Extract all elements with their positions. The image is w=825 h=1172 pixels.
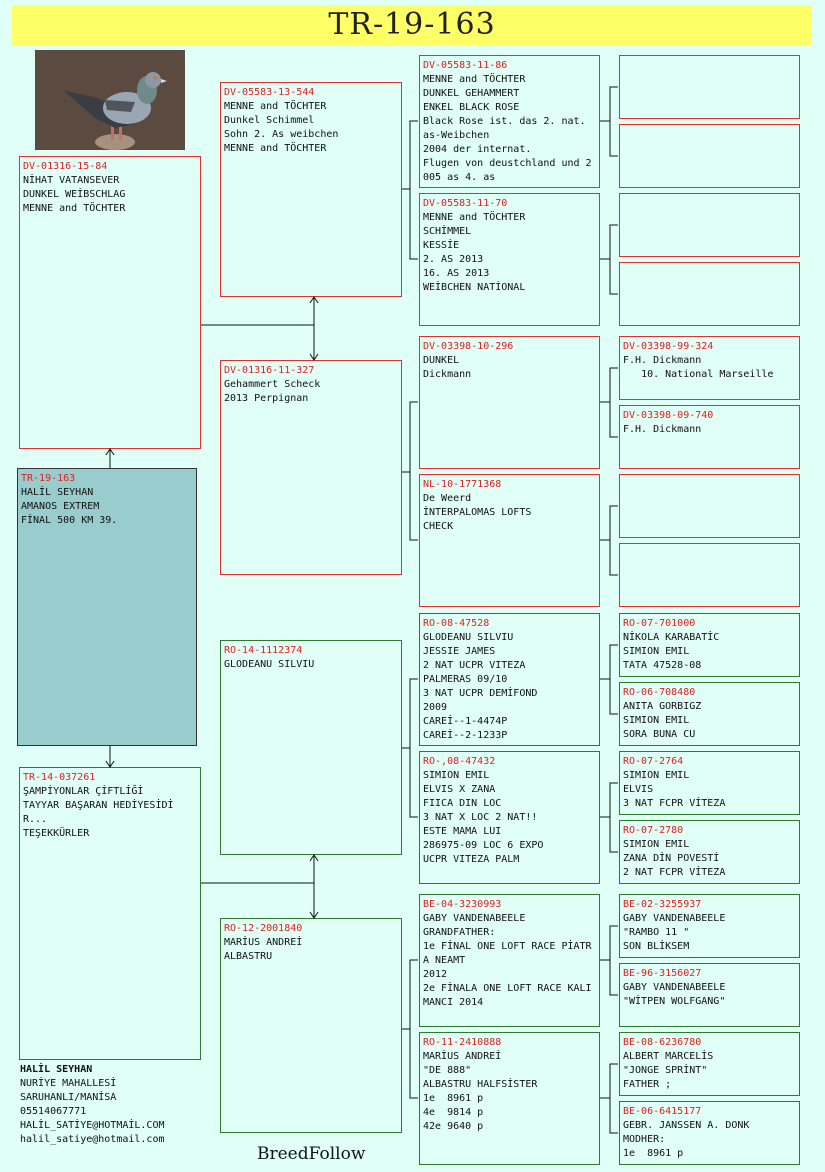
g4-card[interactable] [619, 55, 800, 119]
g3-card-8[interactable]: RO-11-2410888 MARİUS ANDREİ "DE 888" ALB… [419, 1032, 600, 1165]
pedigree-title: TR-19-163 [12, 5, 812, 45]
ring-number: DV-01316-15-84 [23, 161, 108, 172]
pigeon-info: GLODEANU SILVIU JESSIE JAMES 2 NAT UCPR … [423, 632, 538, 741]
pigeon-info: MARİUS ANDREİ "DE 888" ALBASTRU HALFSİST… [423, 1051, 538, 1132]
subject-card[interactable]: TR-19-163 HALİL SEYHAN AMANOS EXTREM FİN… [17, 468, 197, 746]
sire-dam-card[interactable]: DV-01316-11-327 Gehammert Scheck 2013 Pe… [220, 360, 402, 575]
pigeon-photo [35, 50, 185, 150]
ring-number: BE-06-6415177 [623, 1106, 702, 1117]
g3-card-6[interactable]: RO-,08-47432 SIMION EMIL ELVIS X ZANA FI… [419, 751, 600, 884]
pigeon-info: F.H. Dickmann [623, 424, 702, 435]
ring-number: DV-01316-11-327 [224, 365, 315, 376]
ring-number: BE-96-3156027 [623, 968, 702, 979]
owner-city: SARUHANLI/MANİSA [20, 1092, 117, 1103]
pigeon-info: GEBR. JANSSEN A. DONK MODHER: 1e 8961 p [623, 1120, 750, 1159]
ring-number: BE-02-3255937 [623, 899, 702, 910]
pigeon-info: F.H. Dickmann 10. National Marseille [623, 355, 774, 380]
pigeon-info: GABY VANDENABEELE GRANDFATHER: 1e FİNAL … [423, 913, 592, 1008]
owner-contact: HALİL SEYHAN NURİYE MAHALLESİ SARUHANLI/… [20, 1063, 165, 1147]
ring-number: RO-07-701000 [623, 618, 696, 629]
ring-number: TR-19-163 [21, 473, 76, 484]
ring-number: RO-,08-47432 [423, 756, 496, 767]
g3-card-5[interactable]: RO-08-47528 GLODEANU SILVIU JESSIE JAMES… [419, 613, 600, 746]
ring-number: TR-14-037261 [23, 772, 96, 783]
ring-number: DV-05583-11-86 [423, 60, 508, 71]
ring-number: DV-03398-10-296 [423, 341, 514, 352]
pigeon-info: MENNE and TÖCHTER DUNKEL GEHAMMERT ENKEL… [423, 74, 592, 183]
dam-dam-card[interactable]: RO-12-2001840 MARİUS ANDREİ ALBASTRU [220, 918, 402, 1133]
ring-number: RO-12-2001840 [224, 923, 303, 934]
pigeon-info: HALİL SEYHAN AMANOS EXTREM FİNAL 500 KM … [21, 487, 118, 526]
ring-number: RO-06-708480 [623, 687, 696, 698]
pigeon-info: ŞAMPİYONLAR ÇİFTLİĞİ TAYYAR BAŞARAN HEDİ… [23, 786, 174, 839]
g3-card-4[interactable]: NL-10-1771368 De Weerd İNTERPALOMAS LOFT… [419, 474, 600, 607]
g3-card-1[interactable]: DV-05583-11-86 MENNE and TÖCHTER DUNKEL … [419, 55, 600, 188]
owner-name: HALİL SEYHAN [20, 1064, 93, 1075]
pigeon-info: Gehammert Scheck 2013 Perpignan [224, 379, 321, 404]
ring-number: DV-03398-09-740 [623, 410, 714, 421]
dam-card[interactable]: TR-14-037261 ŞAMPİYONLAR ÇİFTLİĞİ TAYYAR… [19, 767, 201, 1060]
pigeon-info: MENNE and TÖCHTER Dunkel Schimmel Sohn 2… [224, 101, 339, 154]
ring-number: RO-08-47528 [423, 618, 490, 629]
g4-card[interactable] [619, 262, 800, 326]
pigeon-info: ALBERT MARCELİS "JONGE SPRİNT" FATHER ; [623, 1051, 714, 1090]
pigeon-info: SIMION EMIL ELVIS 3 NAT FCPR VİTEZA [623, 770, 726, 809]
pigeon-info: SIMION EMIL ZANA DİN POVESTİ 2 NAT FCPR … [623, 839, 726, 878]
ring-number: NL-10-1771368 [423, 479, 502, 490]
pigeon-info: NİKOLA KARABATİC SIMION EMIL TATA 47528-… [623, 632, 720, 671]
dam-sire-card[interactable]: RO-14-1112374 GLODEANU SILVIU [220, 640, 402, 855]
pigeon-info: NİHAT VATANSEVER DUNKEL WEİBSCHLAG MENNE… [23, 175, 126, 214]
g4-card[interactable] [619, 193, 800, 257]
g3-card-2[interactable]: DV-05583-11-70 MENNE and TÖCHTER SCHİMME… [419, 193, 600, 326]
pigeon-info: De Weerd İNTERPALOMAS LOFTS CHECK [423, 493, 532, 532]
ring-number: RO-14-1112374 [224, 645, 303, 656]
ring-number: DV-05583-11-70 [423, 198, 508, 209]
pigeon-info: ANITA GORBIGZ SIMION EMIL SORA BUNA CU [623, 701, 702, 740]
owner-phone: 05514067771 [20, 1106, 87, 1117]
owner-email: HALİL_SATİYE@HOTMAİL.COM [20, 1120, 165, 1131]
pigeon-info: GABY VANDENABEELE "RAMBO 11 " SON BLİKSE… [623, 913, 726, 952]
ring-number: RO-07-2780 [623, 825, 684, 836]
ring-number: DV-03398-99-324 [623, 341, 714, 352]
brand-logo-text: BreedFollow [257, 1144, 366, 1164]
g4-card[interactable] [619, 124, 800, 188]
sire-card[interactable]: DV-01316-15-84 NİHAT VATANSEVER DUNKEL W… [19, 156, 201, 449]
pigeon-info: GABY VANDENABEELE "WİTPEN WOLFGANG" [623, 982, 726, 1007]
g4-card[interactable] [619, 474, 800, 538]
ring-number: DV-05583-13-544 [224, 87, 315, 98]
g4-card[interactable] [619, 543, 800, 607]
pigeon-info: DUNKEL Dickmann [423, 355, 472, 380]
owner-address: NURİYE MAHALLESİ [20, 1078, 117, 1089]
ring-number: RO-07-2764 [623, 756, 684, 767]
ring-number: BE-04-3230993 [423, 899, 502, 910]
owner-email-lower: halil_satiye@hotmail.com [20, 1134, 165, 1145]
pigeon-info: GLODEANU SILVIU [224, 659, 315, 670]
g3-card-3[interactable]: DV-03398-10-296 DUNKEL Dickmann [419, 336, 600, 469]
sire-sire-card[interactable]: DV-05583-13-544 MENNE and TÖCHTER Dunkel… [220, 82, 402, 297]
ring-number: BE-08-6236780 [623, 1037, 702, 1048]
g3-card-7[interactable]: BE-04-3230993 GABY VANDENABEELE GRANDFAT… [419, 894, 600, 1027]
ring-number: RO-11-2410888 [423, 1037, 502, 1048]
pigeon-info: MARİUS ANDREİ ALBASTRU [224, 937, 303, 962]
pigeon-info: SIMION EMIL ELVIS X ZANA FIICA DIN LOC 3… [423, 770, 544, 865]
pigeon-info: MENNE and TÖCHTER SCHİMMEL KESSİE 2. AS … [423, 212, 526, 293]
